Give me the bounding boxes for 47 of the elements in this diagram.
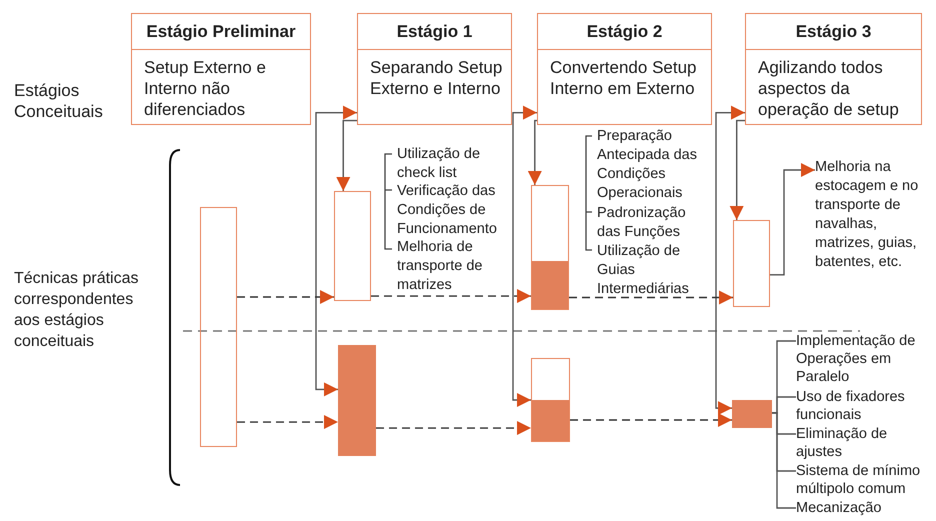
stage-bar bbox=[334, 191, 371, 301]
stage-description: Setup Externo e Interno não diferenciados bbox=[143, 57, 267, 120]
arrow bbox=[528, 120, 542, 185]
stage-heading: Estágio 2 bbox=[538, 14, 711, 50]
stage-bar bbox=[531, 358, 570, 442]
arrow bbox=[512, 106, 537, 407]
arrow bbox=[730, 120, 745, 220]
stage-bar bbox=[732, 400, 772, 428]
stage-description: Agilizando todos aspectos da operação de setup bbox=[757, 57, 900, 120]
stage-description: Convertendo Setup Interno em Externo bbox=[549, 57, 698, 99]
technique-text: Preparação Antecipada das Condições Operacionais bbox=[597, 127, 698, 203]
stage-box bbox=[357, 13, 512, 125]
stage-bar bbox=[531, 185, 569, 310]
technique-text: Eliminação de ajustes bbox=[796, 425, 936, 461]
stage-description: Separando Setup Externo e Interno bbox=[369, 57, 504, 99]
stage-box bbox=[537, 13, 712, 125]
stage-box bbox=[131, 13, 311, 125]
stage-heading: Estágio 3 bbox=[746, 14, 921, 50]
technique-text: Sistema de mínimo múltipolo comum bbox=[796, 462, 936, 498]
technique-text: Melhoria de transporte de matrizes bbox=[397, 238, 484, 295]
technique-text: Verificação das Condições de Funcionamento bbox=[397, 182, 498, 239]
dashed-arrow bbox=[569, 290, 733, 304]
stage-bar bbox=[200, 207, 237, 447]
technique-text: Implementação de Operações em Paralelo bbox=[796, 332, 936, 386]
technique-text: Utilização de Guias Intermediárias bbox=[597, 242, 690, 299]
stage-heading: Estágio Preliminar bbox=[132, 14, 310, 50]
technique-text: Melhoria na estocagem e no transporte de navalhas, matrizes, guias, batentes, etc. bbox=[815, 158, 933, 272]
arrow bbox=[336, 120, 357, 191]
stage-box bbox=[745, 13, 922, 125]
stage-heading: Estágio 1 bbox=[358, 14, 511, 50]
technique-text: Utilização de check list bbox=[397, 145, 482, 183]
connector-line bbox=[772, 412, 796, 509]
row-label: Estágios Conceituais bbox=[14, 80, 104, 122]
arrow bbox=[715, 106, 745, 416]
dashed-arrow bbox=[570, 413, 732, 427]
arrow bbox=[315, 106, 357, 396]
dashed-arrow bbox=[237, 415, 338, 430]
dashed-arrow bbox=[371, 289, 531, 304]
arrow bbox=[770, 163, 815, 276]
stage-bar bbox=[733, 220, 770, 307]
stage-bar bbox=[338, 345, 376, 456]
technique-text: Uso de fixadores funcionais bbox=[796, 388, 936, 424]
dashed-arrow bbox=[376, 421, 531, 436]
technique-text: Padronização das Funções bbox=[597, 204, 687, 242]
dashed-arrow bbox=[237, 290, 334, 304]
technique-text: Mecanização bbox=[796, 499, 936, 517]
row-label: Técnicas práticas correspondentes aos estágios conceituais bbox=[14, 269, 140, 352]
